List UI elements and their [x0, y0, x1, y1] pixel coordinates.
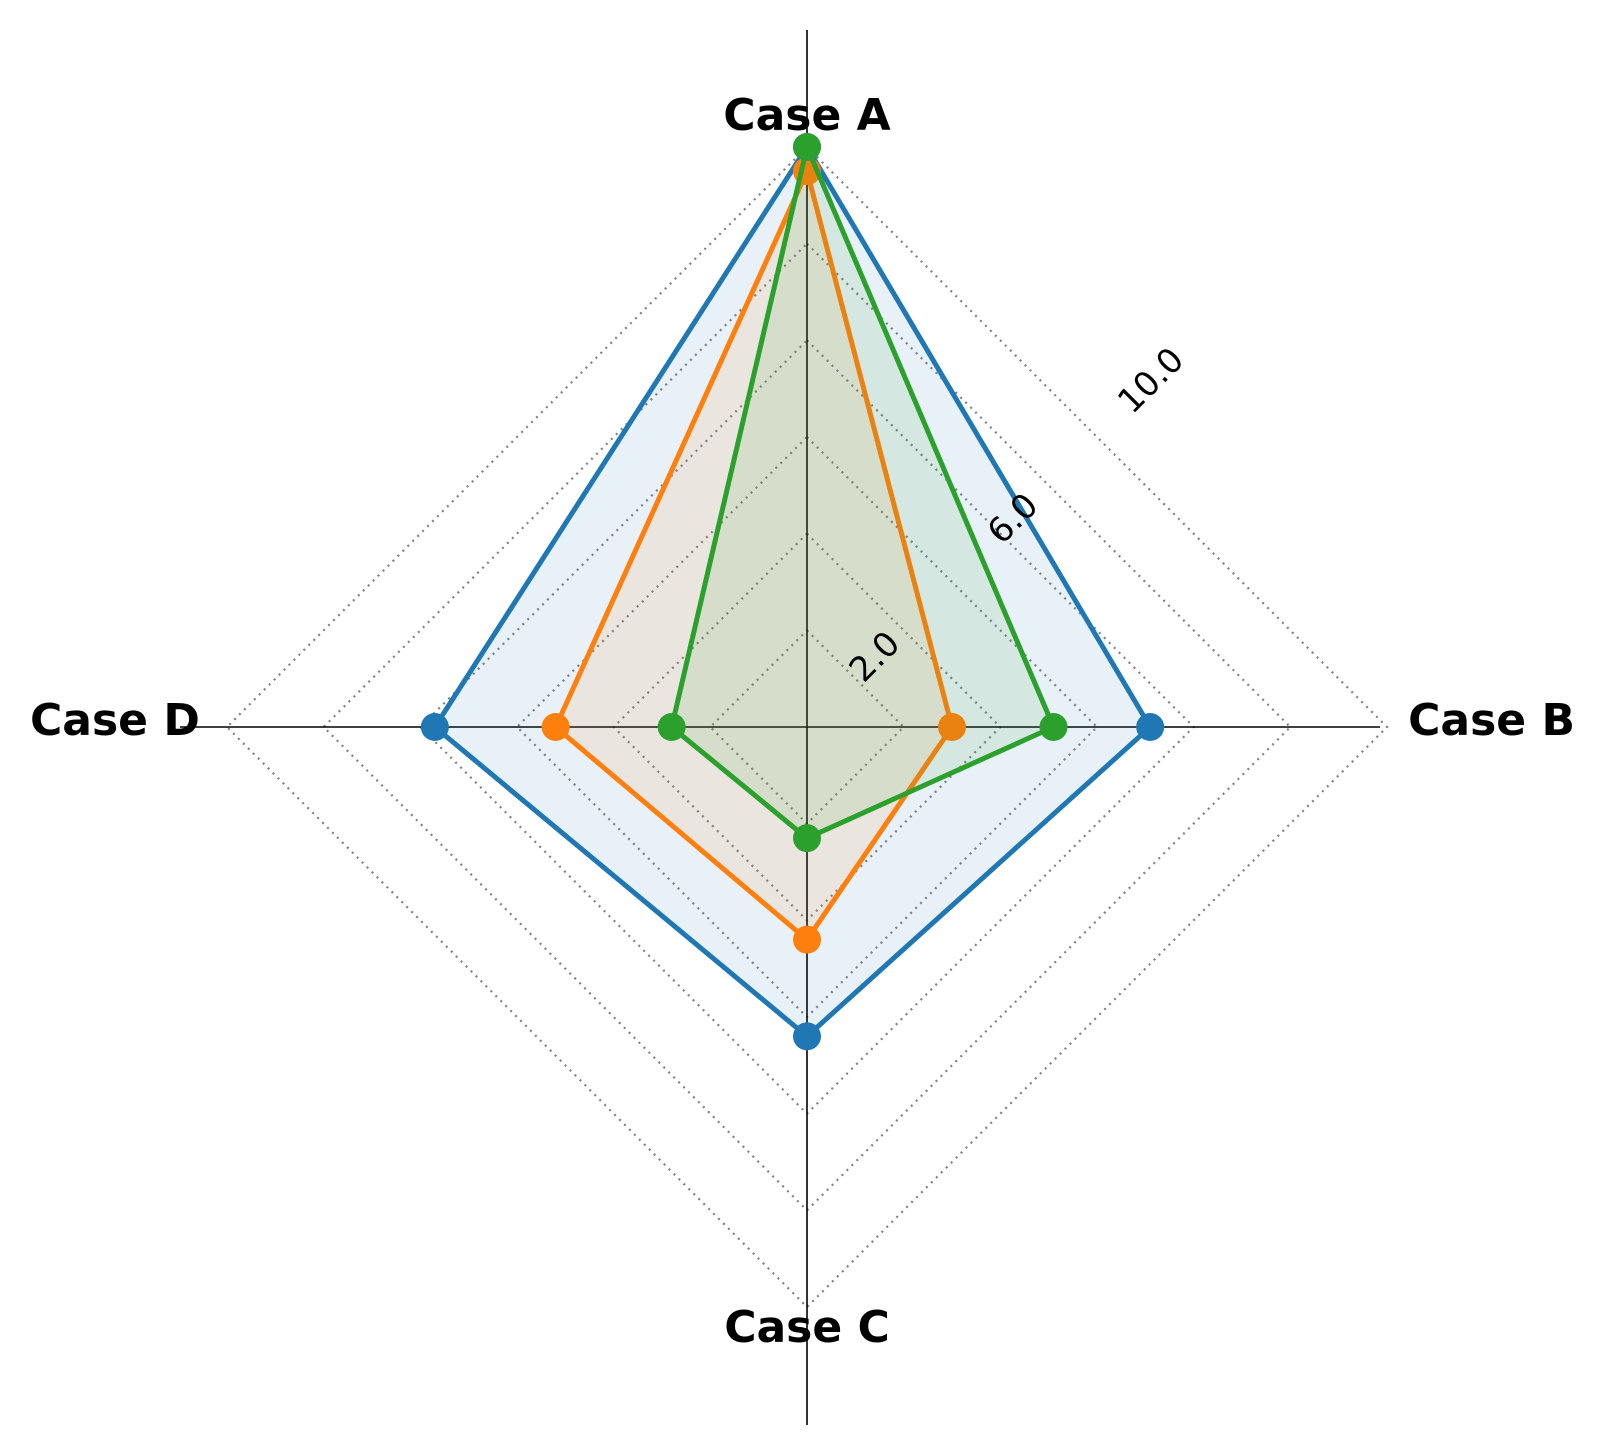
radial-tick-label: 10.0	[1110, 340, 1192, 422]
data-point	[793, 1022, 821, 1051]
data-point	[793, 925, 821, 954]
data-point	[1039, 713, 1068, 741]
radar-axes	[180, 30, 1380, 1425]
category-label: Case D	[30, 695, 200, 746]
category-label: Case C	[724, 1302, 890, 1353]
data-point	[938, 713, 966, 741]
series-area	[555, 171, 952, 940]
data-point	[1136, 713, 1165, 741]
series-2	[541, 157, 966, 954]
data-point	[657, 713, 686, 741]
category-label: Case A	[723, 90, 890, 141]
series-1	[420, 133, 1165, 1051]
series-area	[434, 147, 1151, 1037]
radar-series	[420, 133, 1165, 1051]
data-point	[793, 133, 821, 161]
data-point	[541, 713, 570, 741]
radar-category-labels: Case A Case B Case C Case D	[30, 90, 1575, 1353]
grid-ring	[322, 242, 1292, 1212]
data-point	[793, 824, 821, 853]
series-3	[657, 133, 1068, 853]
category-label: Case B	[1408, 695, 1575, 746]
data-point	[420, 713, 449, 741]
grid-ring	[225, 145, 1389, 1309]
